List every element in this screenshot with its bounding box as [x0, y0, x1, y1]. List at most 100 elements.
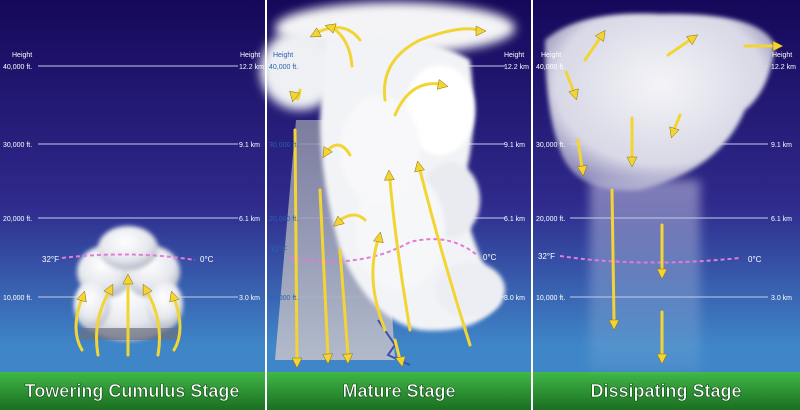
altitude-label-km: 12.2 km: [771, 64, 796, 71]
airflow-arrow-head: [436, 79, 449, 90]
airflow-arrow-head: [342, 353, 353, 365]
freezing-label-f: 32°F: [538, 252, 555, 261]
altitude-label-km: 9.1 km: [504, 142, 525, 149]
height-header-right: Height: [772, 52, 792, 59]
freezing-label-f: 32°F: [42, 255, 59, 264]
stage-captions: Towering Cumulus Stage Mature Stage Diss…: [24, 381, 741, 402]
freezing-label-c: 0°C: [200, 255, 214, 264]
altitude-label-km: 3.0 km: [239, 295, 260, 302]
airflow-arrow-shaft: [95, 288, 112, 357]
freezing-line-panel-3: [559, 255, 741, 264]
altitude-label-ft: 20,000 ft.: [3, 216, 32, 223]
airflow-arrow-head: [384, 169, 395, 181]
airflow-arrow-head: [169, 290, 180, 303]
airflow-arrow-head: [475, 25, 487, 37]
panel-divider: [531, 0, 533, 410]
airflow-arrow-head: [686, 34, 699, 46]
height-header-left: Height: [541, 52, 561, 59]
dissipating-cloud: [545, 13, 775, 370]
airflow-arrow-shaft: [393, 82, 442, 117]
panel-1-labels: Height Height 40,000 ft. 12.2 km 30,000 …: [3, 52, 264, 302]
airflow-arrow-head: [324, 23, 337, 34]
airflow-arrow-head: [626, 156, 638, 168]
airflow-arrow-shaft: [418, 168, 472, 347]
altitude-label-ft: 30,000 ft.: [536, 142, 565, 149]
airflow-arrow-shaft: [172, 296, 182, 352]
altitude-label-ft: 10,000 ft.: [3, 295, 32, 302]
airflow-arrow-shaft: [318, 188, 330, 357]
airflow-arrow-shaft: [371, 238, 387, 332]
airflow-arrow-head: [656, 353, 668, 365]
altitude-label-ft: 30,000 ft.: [269, 142, 298, 149]
airflow-arrow-shaft: [144, 288, 161, 357]
altitude-label-km: 6.1 km: [239, 216, 260, 223]
airflow-arrow-head: [395, 355, 406, 368]
airflow-arrow-head: [594, 29, 606, 42]
airflow-arrow-head: [291, 357, 303, 369]
airflow-arrow-shaft: [388, 178, 412, 332]
airflow-arrow-head: [373, 231, 384, 244]
airflow-arrow-head: [656, 268, 668, 280]
airflow-arrow-shaft: [672, 113, 682, 132]
airflow-arrow-head: [568, 88, 579, 101]
altitude-label-ft: 20,000 ft.: [269, 216, 298, 223]
altitude-label-km: 3.0 km: [504, 295, 525, 302]
altitude-label-ft: 40,000 ft.: [269, 64, 298, 71]
panel-divider: [265, 0, 267, 410]
altitude-label-ft: 40,000 ft.: [536, 64, 565, 71]
height-header-right: Height: [240, 52, 260, 59]
altitude-label-km: 9.1 km: [771, 142, 792, 149]
altitude-label-ft: 10,000 ft.: [269, 295, 298, 302]
airflow-arrow-head: [76, 290, 87, 303]
altitude-label-ft: 40,000 ft.: [3, 64, 32, 71]
altitude-label-km: 6.1 km: [771, 216, 792, 223]
airflow-arrow-head: [608, 319, 620, 331]
airflow-arrow-head: [309, 27, 322, 38]
height-header-right: Height: [504, 52, 524, 59]
airflow-arrows: [74, 23, 784, 369]
freezing-label-c: 0°C: [483, 253, 497, 262]
panel-2-labels: Height Height 40,000 ft. 12.2 km 30,000 …: [269, 52, 529, 302]
mature-cumulonimbus-cloud: [260, 2, 515, 366]
airflow-arrow-shaft: [74, 296, 84, 352]
airflow-arrow-shaft: [583, 36, 602, 62]
airflow-arrow-head: [322, 146, 333, 159]
panel-3-labels: Height Height 40,000 ft. 12.2 km 30,000 …: [536, 52, 796, 302]
airflow-arrow-shaft: [316, 26, 362, 42]
airflow-arrow-head: [103, 283, 114, 296]
freezing-label-c: 0°C: [748, 255, 762, 264]
airflow-arrow-shaft: [576, 138, 584, 170]
height-header-left: Height: [273, 52, 293, 59]
airflow-arrow-shaft: [610, 188, 616, 322]
panel-3-ground: [533, 372, 800, 410]
airflow-arrow-shaft: [326, 143, 352, 157]
freezing-label-f: 32°F: [270, 245, 287, 254]
altitude-label-km: 6.1 km: [504, 216, 525, 223]
freezing-line-panel-2: [289, 238, 479, 263]
airflow-arrow-shaft: [331, 26, 354, 68]
altitude-label-ft: 10,000 ft.: [536, 295, 565, 302]
airflow-arrow-shaft: [293, 128, 299, 362]
airflow-arrow-head: [142, 283, 153, 296]
airflow-arrow-head: [122, 273, 134, 285]
height-header-left: Height: [12, 52, 32, 59]
airflow-arrow-head: [289, 90, 300, 103]
panel-1: [0, 0, 265, 410]
altitude-label-km: 12.2 km: [504, 64, 529, 71]
airflow-arrow-head: [414, 160, 425, 173]
freezing-line-panel-1: [61, 253, 196, 261]
airflow-arrow-head: [333, 215, 345, 227]
altitude-label-km: 12.2 km: [239, 64, 264, 71]
altitude-label-ft: 30,000 ft.: [3, 142, 32, 149]
altitude-label-km: 9.1 km: [239, 142, 260, 149]
airflow-arrow-shaft: [666, 38, 692, 57]
airflow-arrow-head: [576, 165, 588, 177]
panel-1-ground: [0, 372, 265, 410]
caption-dissipating: Dissipating Stage: [590, 381, 741, 401]
caption-towering-cumulus: Towering Cumulus Stage: [25, 381, 240, 401]
airflow-arrow-shaft: [382, 27, 480, 102]
airflow-arrow-head: [669, 126, 680, 139]
freezing-level-lines: [61, 238, 741, 264]
